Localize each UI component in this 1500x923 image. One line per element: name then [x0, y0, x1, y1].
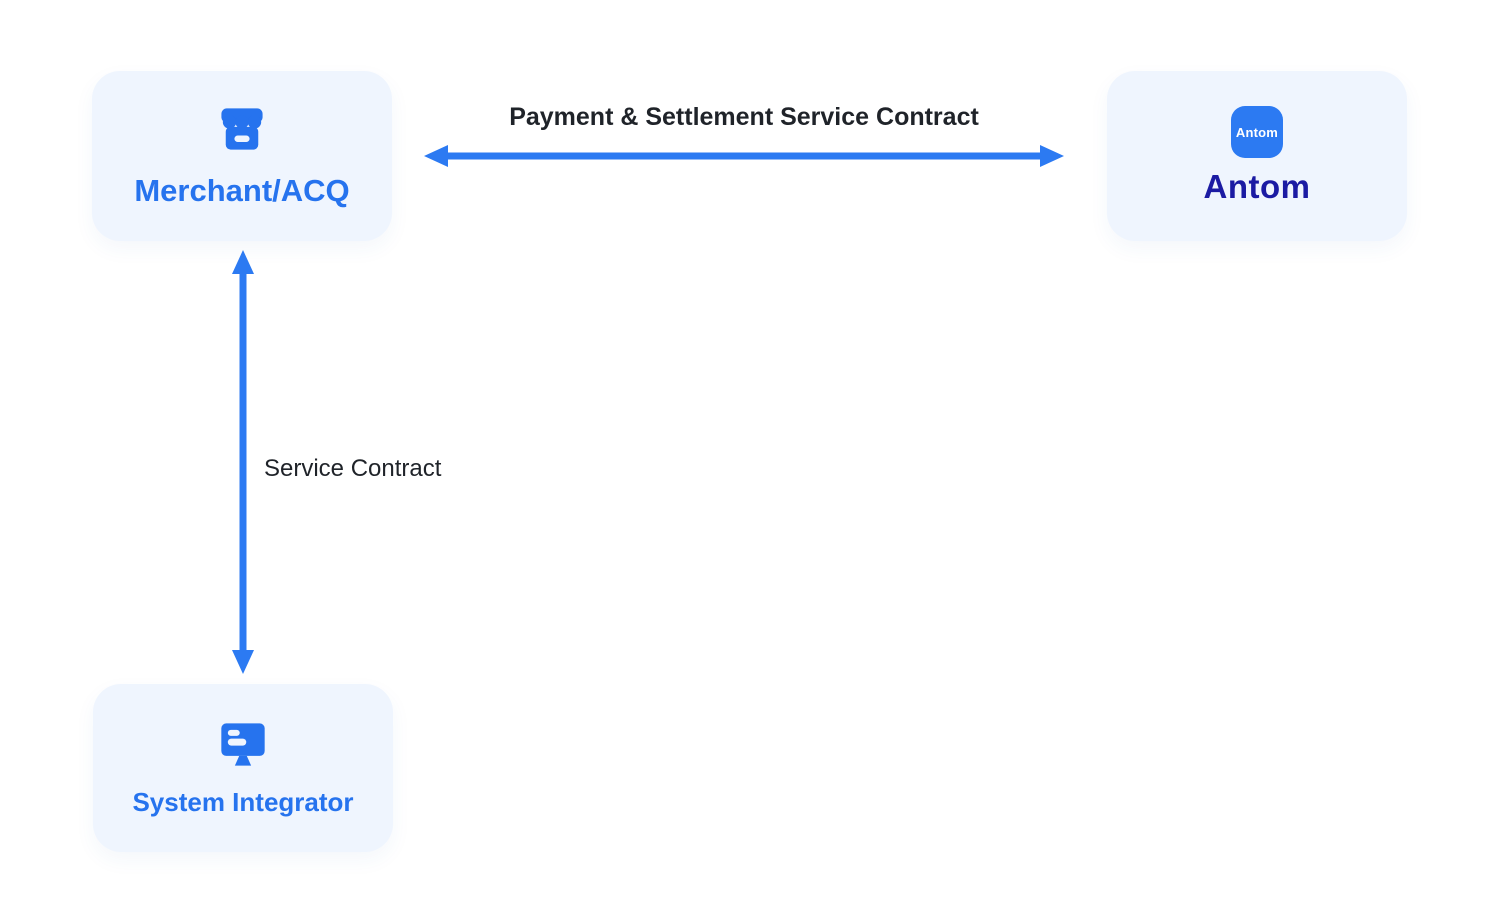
node-merchant-acq: Merchant/ACQ — [92, 71, 392, 241]
node-antom: Antom Antom — [1107, 71, 1407, 241]
storefront-icon — [221, 108, 263, 150]
bidirectional-arrow-vertical — [232, 250, 254, 674]
edge-label-service-contract: Service Contract — [264, 455, 442, 482]
edge-label-payment-settlement-contract: Payment & Settlement Service Contract — [509, 103, 979, 131]
bidirectional-arrow-horizontal — [424, 145, 1064, 167]
antom-app-icon: Antom — [1231, 106, 1283, 158]
antom-app-icon-label: Antom — [1235, 124, 1279, 140]
node-label-merchant-acq: Merchant/ACQ — [134, 173, 350, 208]
node-system-integrator: System Integrator — [93, 684, 393, 852]
node-label-system-integrator: System Integrator — [132, 786, 354, 817]
antom-wordmark-logo: Antom — [1203, 168, 1311, 205]
monitor-icon — [221, 722, 265, 766]
